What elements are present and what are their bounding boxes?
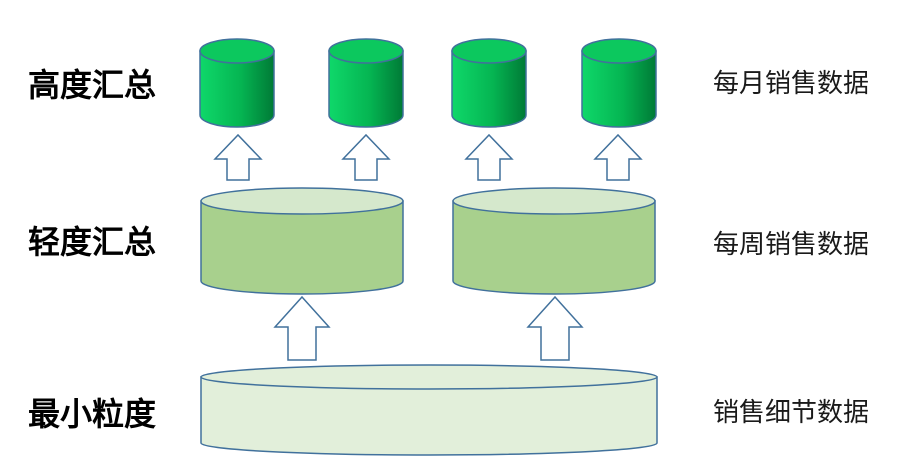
cylinder-monthly-1	[199, 38, 275, 128]
cylinder-monthly-3	[451, 38, 527, 128]
data-label-monthly: 每月销售数据	[713, 69, 869, 99]
level-label-high: 高度汇总	[28, 66, 156, 104]
cylinder-detail	[200, 364, 658, 456]
cylinder-monthly-2	[328, 38, 404, 128]
up-arrow-icon	[464, 133, 514, 181]
data-label-weekly: 每周销售数据	[713, 230, 869, 260]
up-arrow-icon	[593, 133, 643, 181]
level-label-light: 轻度汇总	[28, 223, 156, 261]
data-label-detail: 销售细节数据	[713, 398, 869, 428]
up-arrow-icon	[526, 295, 584, 361]
cylinder-monthly-4	[581, 38, 657, 128]
cylinder-weekly-2	[452, 187, 656, 295]
level-label-minimal: 最小粒度	[28, 395, 156, 433]
up-arrow-icon	[341, 133, 391, 181]
cylinder-weekly-1	[200, 187, 404, 295]
up-arrow-icon	[213, 133, 263, 181]
up-arrow-icon	[273, 295, 331, 361]
